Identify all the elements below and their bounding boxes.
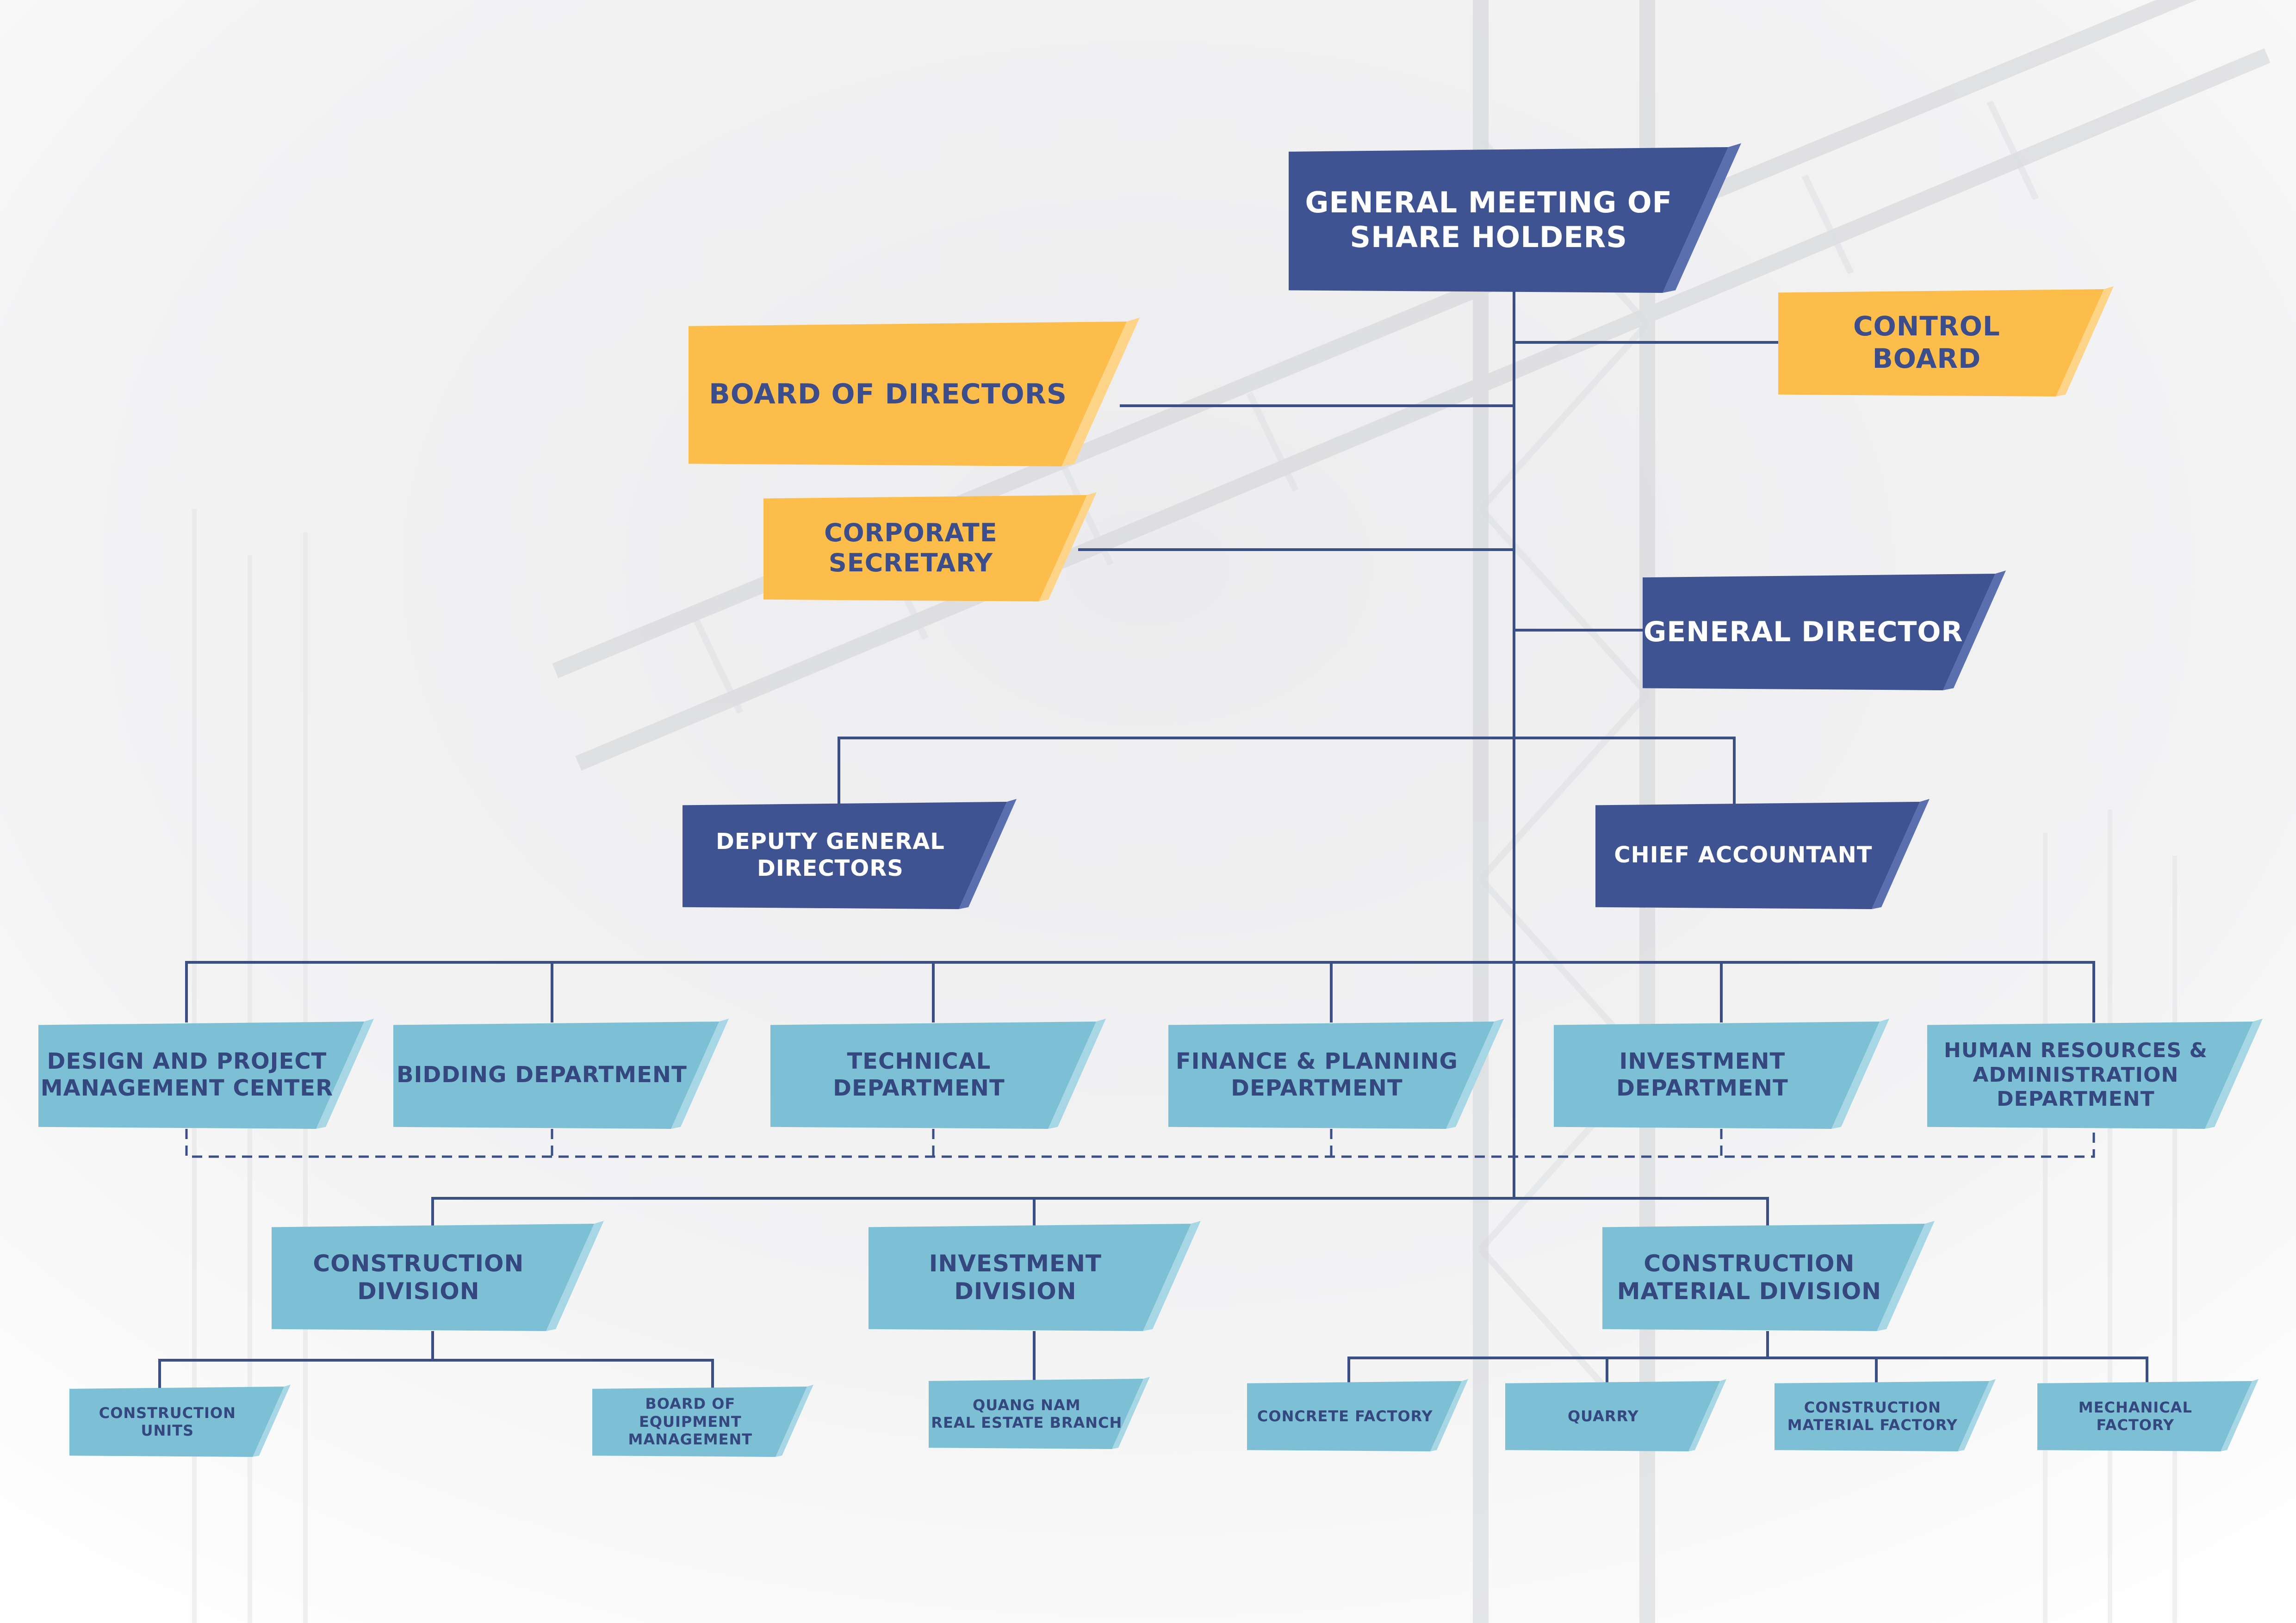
- box-shape: [592, 1384, 813, 1457]
- division-label: INVESTMENT DIVISION: [929, 1250, 1102, 1305]
- department-label: DESIGN AND PROJECT MANAGEMENT CENTER: [40, 1048, 334, 1101]
- box-shape: [1775, 1379, 1996, 1451]
- unit-box: BOARD OF EQUIPMENT MANAGEMENT: [592, 1384, 813, 1457]
- general-director-label: GENERAL DIRECTOR: [1643, 616, 1963, 648]
- box-shape: [1247, 1379, 1468, 1451]
- box-shape: [1505, 1379, 1726, 1451]
- division-label: CONSTRUCTION MATERIAL DIVISION: [1617, 1250, 1882, 1305]
- box-shape: [763, 492, 1097, 601]
- department-box: TECHNICAL DEPARTMENT: [770, 1018, 1106, 1129]
- unit-label: BOARD OF EQUIPMENT MANAGEMENT: [628, 1395, 753, 1449]
- unit-label: CONSTRUCTION UNITS: [99, 1404, 236, 1439]
- unit-label: QUARRY: [1567, 1407, 1639, 1425]
- box-shape: [1595, 799, 1930, 909]
- deputy-general-directors-label: DEPUTY GENERAL DIRECTORS: [715, 829, 945, 881]
- department-label: INVESTMENT DEPARTMENT: [1616, 1048, 1788, 1101]
- unit-box: CONSTRUCTION MATERIAL FACTORY: [1775, 1379, 1996, 1451]
- chief-accountant-label: CHIEF ACCOUNTANT: [1614, 842, 1873, 868]
- box-shape: [869, 1220, 1201, 1331]
- chief-accountant-box: CHIEF ACCOUNTANT: [1595, 799, 1930, 909]
- box-shape: [1643, 570, 2006, 690]
- box-shape: [1602, 1220, 1935, 1331]
- box-shape: [689, 317, 1140, 466]
- unit-label: MECHANICAL FACTORY: [2078, 1398, 2192, 1434]
- department-label: BIDDING DEPARTMENT: [396, 1062, 687, 1088]
- unit-label: CONSTRUCTION MATERIAL FACTORY: [1787, 1398, 1958, 1434]
- corporate-secretary-box: CORPORATE SECRETARY: [763, 492, 1097, 601]
- corporate-secretary-label: CORPORATE SECRETARY: [824, 518, 998, 577]
- box-shape: [2037, 1379, 2259, 1451]
- box-shape: [1168, 1018, 1504, 1129]
- unit-box: CONCRETE FACTORY: [1247, 1379, 1468, 1451]
- department-box: INVESTMENT DEPARTMENT: [1554, 1018, 1889, 1129]
- box-shape: [929, 1376, 1150, 1449]
- connector-lines: [158, 291, 2148, 1388]
- divisions-bar: [431, 1197, 1769, 1226]
- box-shape: [770, 1018, 1106, 1129]
- general-meeting-label: GENERAL MEETING OF SHARE HOLDERS: [1305, 186, 1672, 254]
- control-board-box: CONTROL BOARD: [1778, 286, 2114, 396]
- box-shape: [1927, 1018, 2263, 1129]
- box-shape: [393, 1018, 729, 1129]
- general-director-box: GENERAL DIRECTOR: [1643, 570, 2006, 690]
- division-box: INVESTMENT DIVISION: [869, 1220, 1201, 1331]
- division-box: CONSTRUCTION DIVISION: [272, 1220, 604, 1331]
- unit-label: CONCRETE FACTORY: [1257, 1407, 1433, 1425]
- deputy-general-directors-box: DEPUTY GENERAL DIRECTORS: [683, 799, 1017, 909]
- unit-box: MECHANICAL FACTORY: [2037, 1379, 2259, 1451]
- unit-box: CONSTRUCTION UNITS: [69, 1384, 291, 1457]
- general-meeting-box: GENERAL MEETING OF SHARE HOLDERS: [1289, 143, 1741, 293]
- board-of-directors-label: BOARD OF DIRECTORS: [709, 378, 1067, 410]
- box-shape: [1289, 143, 1741, 293]
- department-box: DESIGN AND PROJECT MANAGEMENT CENTER: [38, 1018, 374, 1129]
- department-box: FINANCE & PLANNING DEPARTMENT: [1168, 1018, 1504, 1129]
- deputy-chief-bracket: [838, 737, 1736, 810]
- control-board-label: CONTROL BOARD: [1853, 310, 2000, 374]
- factories-bar: [1347, 1357, 2148, 1383]
- department-box: BIDDING DEPARTMENT: [393, 1018, 729, 1129]
- dashed-connector-lines: [185, 1129, 2095, 1158]
- unit-box: QUARRY: [1505, 1379, 1726, 1451]
- unit-label: QUANG NAM REAL ESTATE BRANCH: [931, 1396, 1123, 1431]
- unit-box: QUANG NAM REAL ESTATE BRANCH: [929, 1376, 1150, 1449]
- department-box: HUMAN RESOURCES & ADMINISTRATION DEPARTM…: [1927, 1018, 2263, 1129]
- board-of-directors-box: BOARD OF DIRECTORS: [689, 317, 1140, 466]
- departments-dashed-bar: [185, 1129, 2095, 1158]
- department-label: TECHNICAL DEPARTMENT: [833, 1048, 1005, 1101]
- division-label: CONSTRUCTION DIVISION: [313, 1250, 524, 1305]
- box-shape: [69, 1384, 291, 1457]
- box-shape: [38, 1018, 374, 1129]
- construction-units-bar: [158, 1359, 714, 1388]
- box-shape: [1778, 286, 2114, 396]
- box-shape: [1554, 1018, 1889, 1129]
- departments-bar: [185, 961, 2095, 1022]
- box-shape: [683, 799, 1017, 909]
- box-shape: [272, 1220, 604, 1331]
- division-box: CONSTRUCTION MATERIAL DIVISION: [1602, 1220, 1935, 1331]
- department-label: FINANCE & PLANNING DEPARTMENT: [1175, 1048, 1458, 1101]
- department-label: HUMAN RESOURCES & ADMINISTRATION DEPARTM…: [1943, 1038, 2208, 1111]
